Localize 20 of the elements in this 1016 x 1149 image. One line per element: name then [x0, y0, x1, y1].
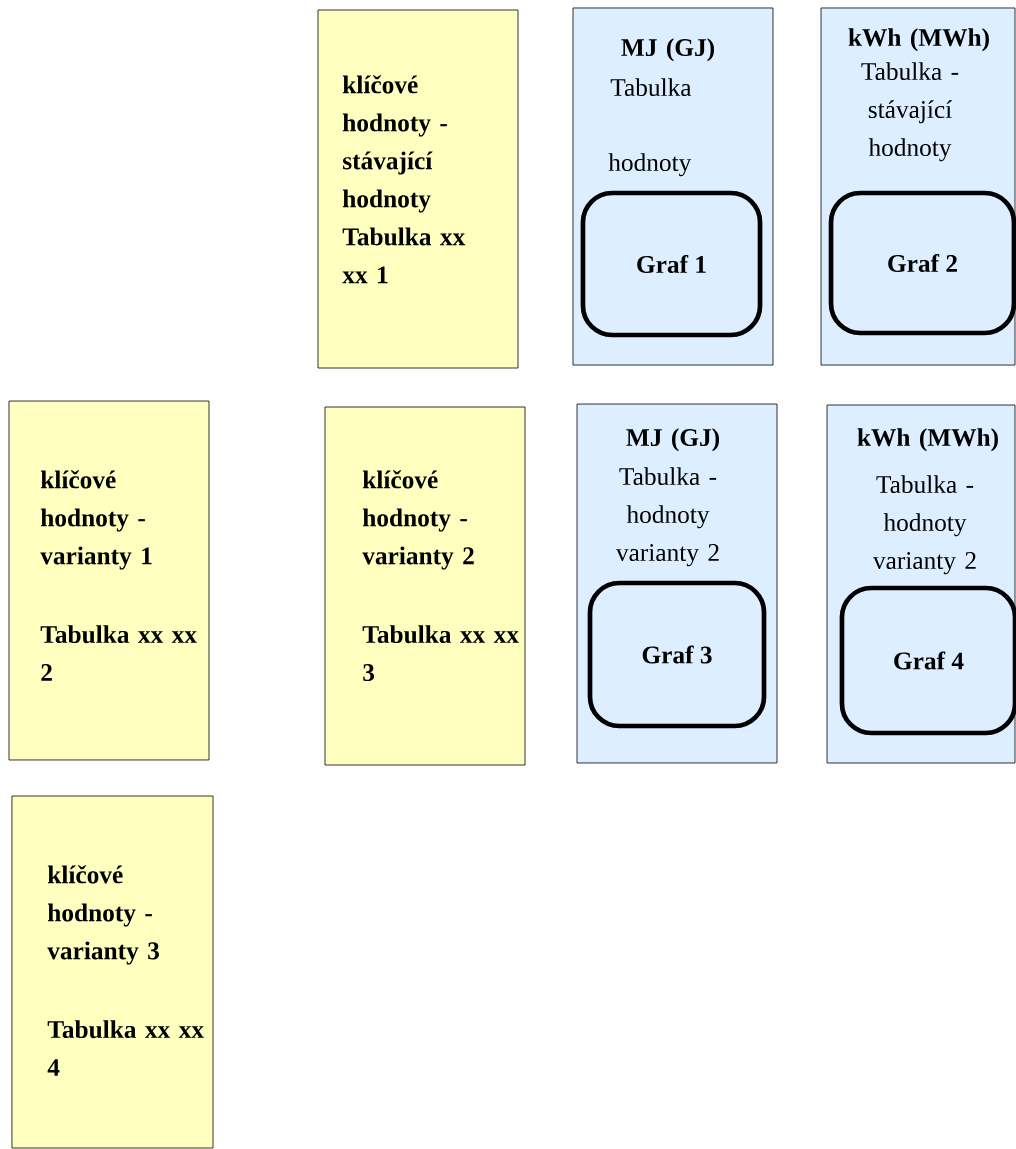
heading: kWh (MWh) [857, 428, 998, 452]
body-text: Tabulka xx xx 3 [362, 625, 519, 682]
body-text: Tabulka - stávající hodnoty [861, 62, 959, 162]
body-text: Tabulka xx xx 2 [40, 625, 197, 681]
body-text: Tabulka xx xx 4 [47, 1020, 204, 1076]
body-text: klíčové hodnoty - varianty 2 [362, 470, 474, 570]
heading: MJ (GJ) [621, 38, 714, 62]
body-text: Tabulka - hodnoty varianty 2 [872, 475, 976, 575]
body-text: klíčové hodnoty - stávající hodnoty Tabulka xx xx 1 [342, 75, 466, 284]
heading: kWh (MWh) [848, 28, 989, 52]
rounded-box: Graf 2 [828, 190, 1016, 336]
heading: MJ (GJ) [626, 428, 719, 452]
body-text: hodnoty [608, 153, 692, 177]
body-text: klíčové hodnoty - varianty 1 [40, 470, 152, 570]
body-text: Tabulka [610, 78, 692, 97]
body-text: klíčové hodnoty - varianty 3 [47, 865, 159, 965]
rounded-box: Graf 1 [580, 190, 763, 338]
body-text: Tabulka - hodnoty varianty 2 [615, 467, 719, 567]
rounded-box: Graf 3 [587, 580, 767, 729]
rounded-box: Graf 4 [839, 585, 1016, 736]
